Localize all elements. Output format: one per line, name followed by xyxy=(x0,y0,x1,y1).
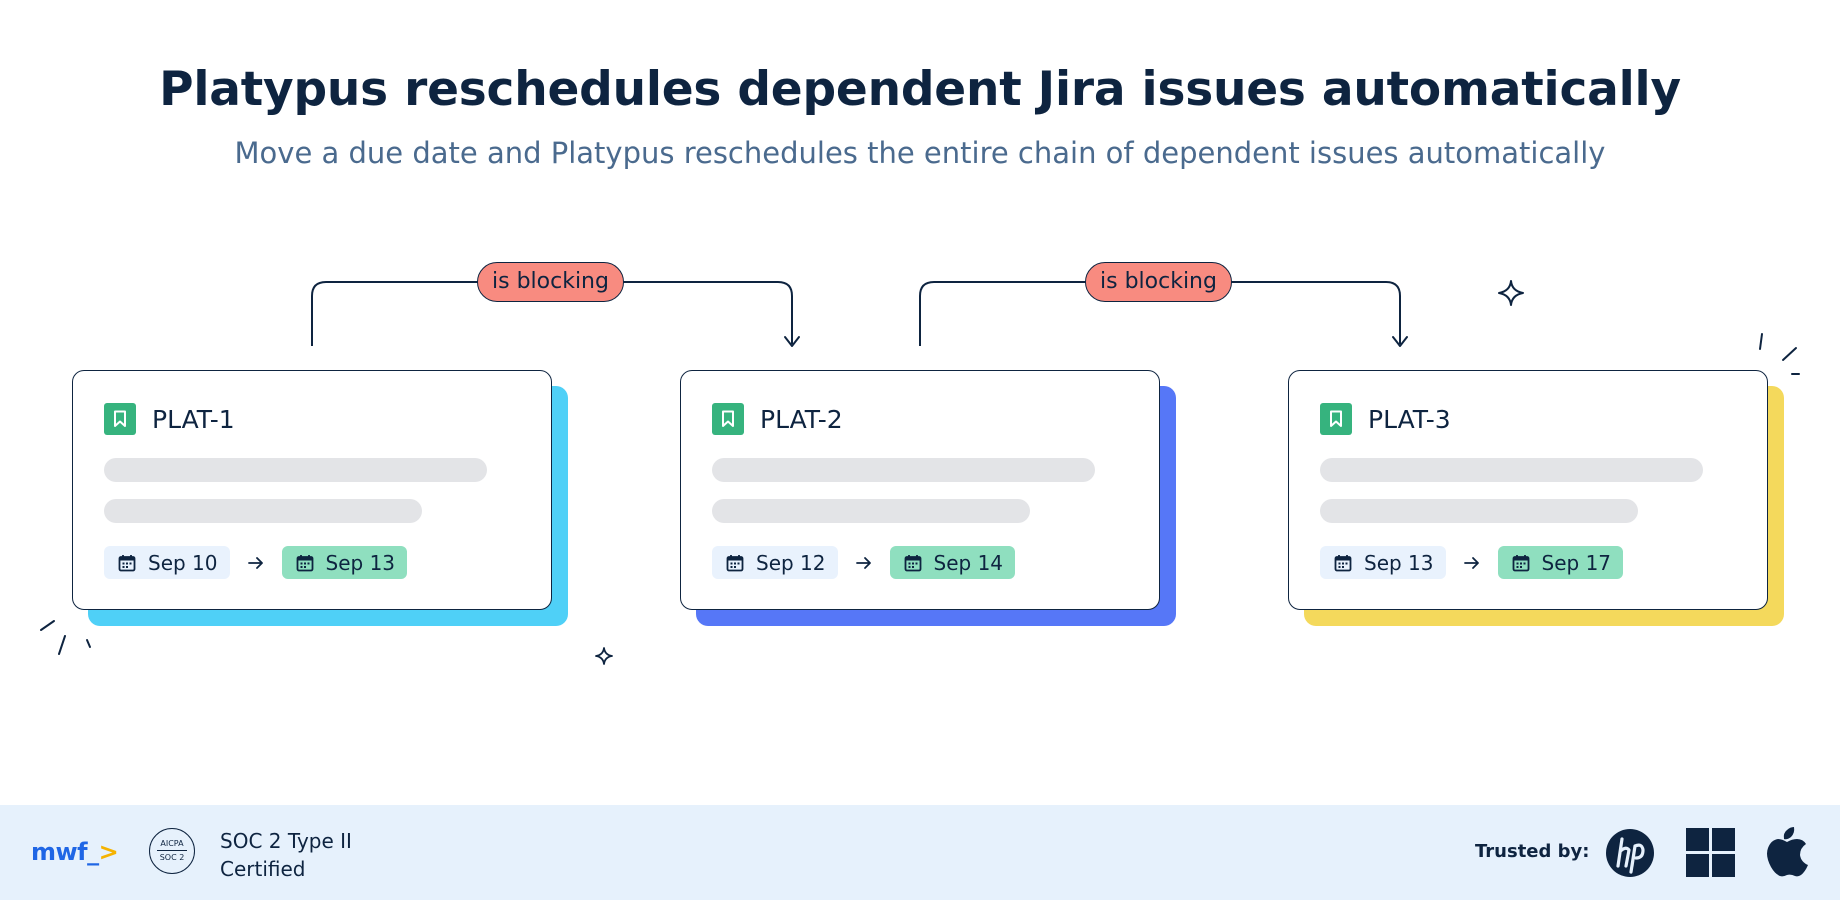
issue-card-body: PLAT-1 Sep 10 Sep 13 xyxy=(72,370,552,610)
burst-lines-icon xyxy=(1759,333,1800,375)
new-due-date: Sep 14 xyxy=(889,546,1016,579)
page-title: Platypus reschedules dependent Jira issu… xyxy=(159,62,1681,117)
placeholder-line xyxy=(712,458,1095,482)
new-due-date: Sep 17 xyxy=(1497,546,1624,579)
sparkle-icon xyxy=(1498,280,1524,306)
trusted-by-label: Trusted by: xyxy=(1475,841,1590,862)
issue-card-body: PLAT-3 Sep 13 Sep 17 xyxy=(1288,370,1768,610)
old-due-date: Sep 13 xyxy=(1320,546,1446,579)
new-due-date: Sep 13 xyxy=(281,546,408,579)
placeholder-line xyxy=(1320,499,1638,523)
issue-card[interactable]: PLAT-2 Sep 12 Sep 14 xyxy=(680,370,1176,626)
aicpa-soc2-badge: AICPA SOC 2 xyxy=(149,828,195,874)
relation-label-2: is blocking xyxy=(1085,262,1232,302)
issue-card-body: PLAT-2 Sep 12 Sep 14 xyxy=(680,370,1160,610)
issue-card[interactable]: PLAT-3 Sep 13 Sep 17 xyxy=(1288,370,1784,626)
issue-card[interactable]: PLAT-1 Sep 10 Sep 13 xyxy=(72,370,568,626)
placeholder-line xyxy=(712,499,1030,523)
burst-lines-icon xyxy=(40,620,91,655)
apple-logo xyxy=(1767,827,1808,877)
date-change: Sep 10 Sep 13 xyxy=(104,546,408,579)
calendar-icon xyxy=(904,554,921,571)
old-date-text: Sep 13 xyxy=(1364,550,1434,575)
placeholder-line xyxy=(104,499,422,523)
issue-key: PLAT-3 xyxy=(1368,404,1451,434)
page-subtitle: Move a due date and Platypus reschedules… xyxy=(234,136,1606,170)
calendar-icon xyxy=(726,554,744,571)
bookmark-icon xyxy=(104,403,136,435)
arrow-right-icon xyxy=(247,556,263,569)
old-due-date: Sep 10 xyxy=(104,546,230,579)
new-date-text: Sep 17 xyxy=(1541,550,1612,575)
calendar-icon xyxy=(118,554,136,571)
old-date-text: Sep 12 xyxy=(756,550,826,575)
arrow-right-icon xyxy=(855,556,871,569)
issue-key: PLAT-2 xyxy=(760,404,843,434)
calendar-icon xyxy=(1334,554,1352,571)
soc2-certification-text: SOC 2 Type II Certified xyxy=(220,829,352,881)
new-date-text: Sep 13 xyxy=(325,550,396,575)
footer-bar: mwf_> AICPA SOC 2 SOC 2 Type II Certifie… xyxy=(0,805,1840,900)
arrow-right-icon xyxy=(1463,556,1479,569)
hp-logo xyxy=(1606,829,1654,877)
calendar-icon xyxy=(1512,554,1529,571)
sparkle-icon xyxy=(595,647,613,665)
placeholder-line xyxy=(104,458,487,482)
date-change: Sep 12 Sep 14 xyxy=(712,546,1016,579)
relation-label-1: is blocking xyxy=(477,262,624,302)
old-date-text: Sep 10 xyxy=(148,550,218,575)
date-change: Sep 13 Sep 17 xyxy=(1320,546,1624,579)
calendar-icon xyxy=(296,554,313,571)
bookmark-icon xyxy=(712,403,744,435)
placeholder-line xyxy=(1320,458,1703,482)
old-due-date: Sep 12 xyxy=(712,546,838,579)
bookmark-icon xyxy=(1320,403,1352,435)
issue-key: PLAT-1 xyxy=(152,404,235,434)
mwf-logo[interactable]: mwf_> xyxy=(31,838,119,866)
windows-logo xyxy=(1686,828,1735,877)
new-date-text: Sep 14 xyxy=(933,550,1004,575)
